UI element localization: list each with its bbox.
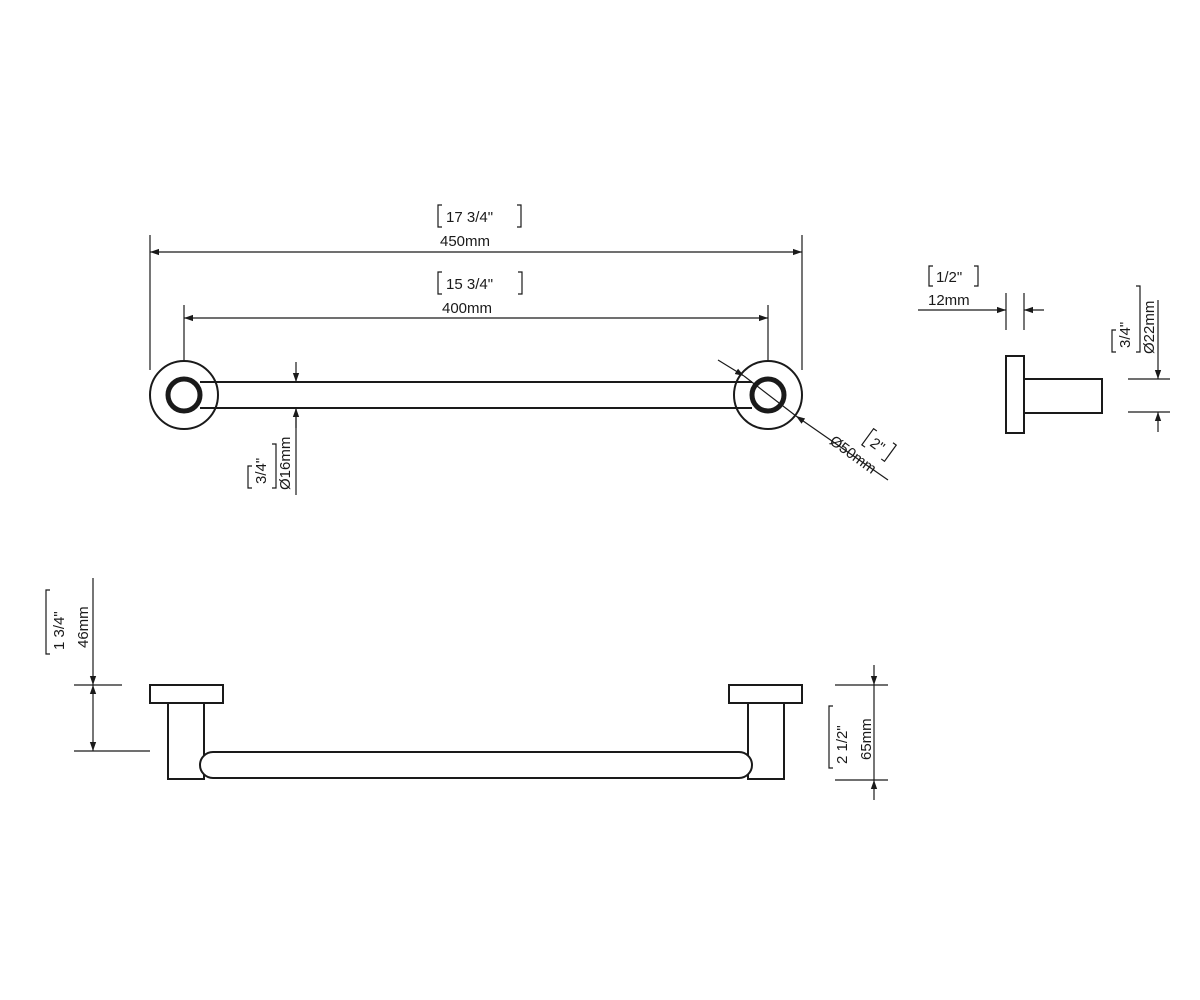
bracket — [437, 204, 442, 228]
bracket — [272, 443, 277, 489]
bar-front — [199, 751, 753, 779]
flange-diameter-mm-label: Ø50mm — [826, 432, 879, 477]
bracket — [45, 589, 50, 655]
flange-thickness-inch-label: 1/2" — [936, 269, 962, 286]
right-post-front — [747, 702, 785, 780]
post-diameter-mm-label: Ø22mm — [1141, 301, 1158, 354]
center-distance-mm-label: 400mm — [442, 300, 492, 317]
flange-diameter-line — [743, 375, 797, 417]
height-mm-label: 65mm — [858, 718, 875, 760]
front-view: 1 3/4" 46mm 2 1/2" 65mm — [45, 578, 888, 800]
bracket — [880, 442, 898, 463]
right-flange-front — [728, 684, 803, 704]
bracket — [517, 204, 522, 228]
bracket — [828, 705, 833, 769]
center-distance-inch-label: 15 3/4" — [446, 276, 493, 293]
bar-diameter-inch-label: 3/4" — [253, 458, 270, 484]
bracket — [518, 271, 523, 295]
bracket — [860, 427, 878, 448]
bracket — [974, 265, 979, 287]
post-diameter-inch-label: 3/4" — [1117, 322, 1134, 348]
bracket — [437, 271, 442, 295]
flange-diameter-leader — [795, 415, 889, 481]
projection-inch-label: 1 3/4" — [51, 611, 68, 650]
projection-mm-label: 46mm — [75, 606, 92, 648]
overall-length-inch-label: 17 3/4" — [446, 209, 493, 226]
flange-diameter-inch-label: 2" — [867, 435, 888, 457]
left-post-top — [165, 376, 203, 414]
bracket — [1136, 285, 1141, 353]
post-side — [1023, 378, 1103, 414]
left-flange-front — [149, 684, 224, 704]
bar-top — [183, 381, 769, 409]
bracket — [928, 265, 933, 287]
left-post-front — [167, 702, 205, 780]
bracket — [247, 465, 252, 489]
top-view: 17 3/4" 450mm 15 3/4" 400mm 3/4" Ø16mm — [149, 204, 898, 495]
overall-length-mm-label: 450mm — [440, 233, 490, 250]
flange-thickness-mm-label: 12mm — [928, 292, 970, 309]
flange-side — [1005, 355, 1025, 434]
flange-diameter-arrow — [717, 359, 745, 377]
bracket — [1111, 329, 1116, 353]
side-view: 1/2" 12mm 3/4" Ø22mm — [918, 265, 1170, 434]
height-inch-label: 2 1/2" — [834, 725, 851, 764]
bar-diameter-mm-label: Ø16mm — [277, 437, 294, 490]
